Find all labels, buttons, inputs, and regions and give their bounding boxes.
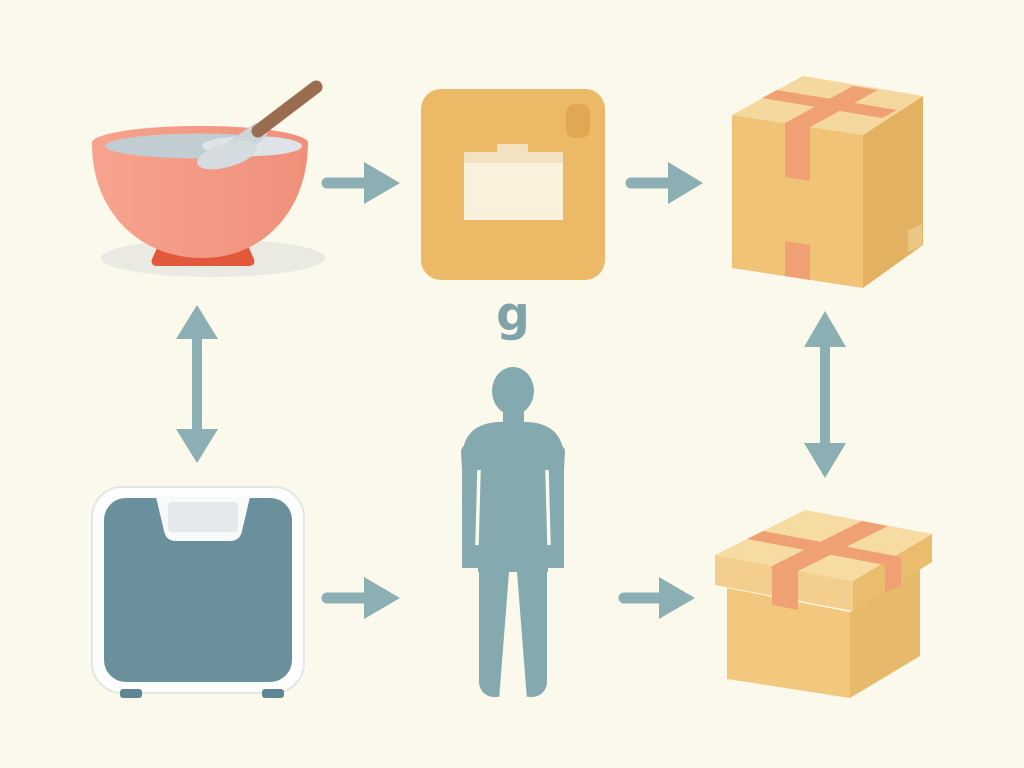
arrow-person-to-lidded-box xyxy=(618,577,695,619)
sealed-box-front-face xyxy=(732,115,863,288)
person-arm-left xyxy=(461,444,483,564)
mixing-bowl-icon xyxy=(91,80,325,277)
person-leg-gap xyxy=(499,572,527,700)
scale-foot-right xyxy=(262,689,284,698)
person-arm-gap-right xyxy=(545,469,551,546)
parcel-label xyxy=(464,163,563,220)
spoon-handle xyxy=(251,80,323,138)
flow-arrows xyxy=(176,162,846,619)
sealed-box-tape-front-bottom xyxy=(785,241,810,280)
bowl-body xyxy=(91,125,308,258)
scale-display xyxy=(168,502,238,532)
lidded-box-tape-side xyxy=(885,557,901,593)
spoon-icon xyxy=(197,80,323,170)
grams-unit-label: g xyxy=(496,287,530,342)
scale-icon xyxy=(91,486,305,698)
spoon-head xyxy=(197,140,257,170)
double-arrow-boxes xyxy=(804,311,846,478)
parcel-stamp xyxy=(566,104,590,138)
sealed-box-tape-front-top xyxy=(785,123,810,181)
lidded-box-tape-band xyxy=(772,521,888,571)
person-head xyxy=(492,367,534,415)
arrow-scale-to-person xyxy=(321,577,400,619)
parcel-icon xyxy=(421,89,605,280)
person-neck xyxy=(503,405,524,427)
sealed-box-icon xyxy=(732,76,923,288)
lidded-box-tape-front xyxy=(772,566,798,610)
arrow-bowl-to-parcel xyxy=(321,162,400,204)
lidded-box-side-face xyxy=(850,566,920,698)
sealed-box-tape-band xyxy=(785,86,878,127)
sealed-box-side-label xyxy=(908,224,922,252)
double-arrow-bowl-scale xyxy=(176,305,218,463)
scale-foot-left xyxy=(120,689,142,698)
person-arm-right xyxy=(543,444,565,564)
person-icon xyxy=(461,367,565,700)
person-arm-gap-left xyxy=(475,469,481,546)
lidded-box-icon xyxy=(715,510,932,698)
parcel-label-strip xyxy=(464,152,563,165)
lidded-box-front-face xyxy=(727,588,850,698)
scale-platform xyxy=(104,498,292,682)
arrow-parcel-to-sealed-box xyxy=(625,162,703,204)
person-torso xyxy=(462,422,564,568)
